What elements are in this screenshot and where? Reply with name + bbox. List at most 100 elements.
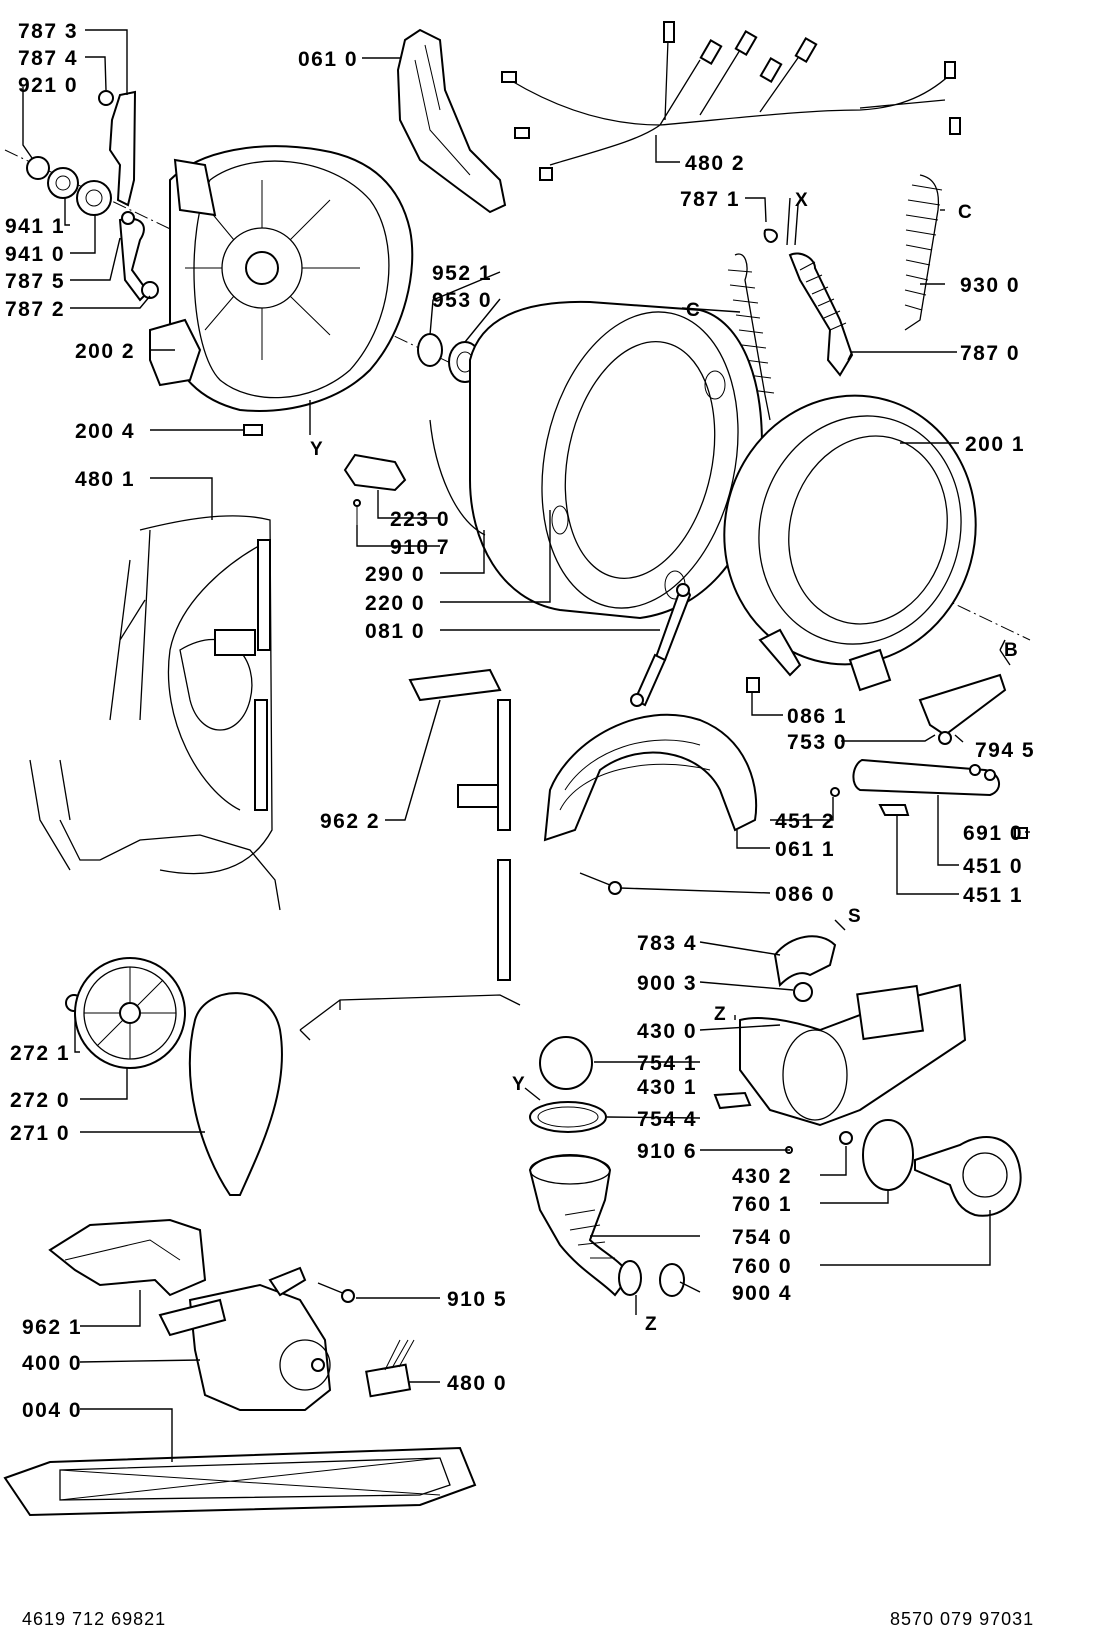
footer-left-code: 4619 712 69821 xyxy=(22,1609,166,1629)
label-480-0: 480 0 xyxy=(447,1372,507,1395)
marker-x: X xyxy=(795,190,808,211)
sump-hose-part xyxy=(528,1154,632,1297)
label-787-3: 787 3 xyxy=(18,20,78,43)
label-953-0: 953 0 xyxy=(432,289,492,312)
label-910-7: 910 7 xyxy=(390,536,450,559)
label-941-0: 941 0 xyxy=(5,243,65,266)
hose-783-4-part xyxy=(773,935,837,988)
spring-right-part xyxy=(904,174,940,331)
label-787-1: 787 1 xyxy=(680,188,740,211)
label-290-0: 290 0 xyxy=(365,563,425,586)
bearing-small-part xyxy=(47,167,79,199)
drum-band-part xyxy=(429,419,486,536)
label-787-0: 787 0 xyxy=(960,342,1020,365)
bolt-086-0-part xyxy=(608,881,622,895)
clamp-900-3-part xyxy=(793,982,813,1002)
label-200-4: 200 4 xyxy=(75,420,135,443)
label-787-2: 787 2 xyxy=(5,298,65,321)
label-794-5: 794 5 xyxy=(975,739,1035,762)
label-451-2: 451 2 xyxy=(775,810,835,833)
letter-markers: X C C Y B S Z Y Z xyxy=(310,190,1018,1335)
seal-760-1-part xyxy=(862,1119,914,1191)
counterweight-bottom-part xyxy=(543,713,758,842)
label-430-1: 430 1 xyxy=(637,1076,697,1099)
clamp-900-4-part xyxy=(659,1263,685,1297)
label-480-2: 480 2 xyxy=(685,152,745,175)
label-900-4: 900 4 xyxy=(732,1282,792,1305)
label-223-0: 223 0 xyxy=(390,508,450,531)
footer-right-code: 8570 079 97031 xyxy=(890,1609,1034,1629)
label-754-0: 754 0 xyxy=(732,1226,792,1249)
label-952-1: 952 1 xyxy=(432,262,492,285)
label-921-0: 921 0 xyxy=(18,74,78,97)
label-691-0: 691 0 xyxy=(963,822,1023,845)
label-430-0: 430 0 xyxy=(637,1020,697,1043)
clip-200-4-part xyxy=(243,424,263,436)
label-004-0: 004 0 xyxy=(22,1399,82,1422)
label-930-0: 930 0 xyxy=(960,274,1020,297)
seal-small-part xyxy=(417,333,443,367)
label-430-2: 430 2 xyxy=(732,1165,792,1188)
hose-bellows-part xyxy=(788,252,854,377)
label-787-5: 787 5 xyxy=(5,270,65,293)
label-086-1: 086 1 xyxy=(787,705,847,728)
label-061-0-top: 061 0 xyxy=(298,48,358,71)
label-220-0: 220 0 xyxy=(365,592,425,615)
marker-b: B xyxy=(1004,640,1018,661)
label-760-1: 760 1 xyxy=(732,1193,792,1216)
counterweight-top-part xyxy=(396,28,507,214)
thermostat-part xyxy=(918,673,1007,737)
label-910-5: 910 5 xyxy=(447,1288,507,1311)
belt-part xyxy=(188,992,283,1196)
circlip-part xyxy=(26,156,50,180)
marker-c-right: C xyxy=(958,202,972,223)
marker-c-left: C xyxy=(686,300,700,321)
label-754-4: 754 4 xyxy=(637,1108,697,1131)
frame-right-part xyxy=(497,699,511,831)
connector-480-0-part xyxy=(365,1363,412,1398)
label-900-3: 900 3 xyxy=(637,972,697,995)
label-061-1: 061 1 xyxy=(775,838,835,861)
wiring-harness-top-part xyxy=(509,39,956,166)
label-272-0: 272 0 xyxy=(10,1089,70,1112)
label-783-4: 783 4 xyxy=(637,932,697,955)
label-271-0: 271 0 xyxy=(10,1122,70,1145)
label-787-4: 787 4 xyxy=(18,47,78,70)
frame-top-part xyxy=(408,668,502,702)
label-480-1: 480 1 xyxy=(75,468,135,491)
part-labels: 787 3 787 4 921 0 941 1 941 0 787 5 787 … xyxy=(5,20,1035,1422)
label-753-0: 753 0 xyxy=(787,731,847,754)
front-tub-part xyxy=(723,394,977,666)
marker-y-top: Y xyxy=(310,439,323,460)
label-081-0: 081 0 xyxy=(365,620,425,643)
bearing-large-part xyxy=(76,180,112,216)
cap-part xyxy=(98,90,114,106)
clip-part xyxy=(763,228,778,243)
label-962-2: 962 2 xyxy=(320,810,380,833)
marker-s: S xyxy=(848,906,861,927)
label-760-0: 760 0 xyxy=(732,1255,792,1278)
marker-z-bottom: Z xyxy=(645,1314,657,1335)
bracket-451-1-part xyxy=(878,804,910,816)
pump-housing-part xyxy=(739,983,967,1127)
label-451-0: 451 0 xyxy=(963,855,1023,878)
label-200-1: 200 1 xyxy=(965,433,1025,456)
part-223-0 xyxy=(343,453,407,492)
marker-z-top: Z xyxy=(714,1004,726,1025)
label-754-1: 754 1 xyxy=(637,1052,697,1075)
part-086-1 xyxy=(746,677,760,693)
label-451-1: 451 1 xyxy=(963,884,1023,907)
label-200-2: 200 2 xyxy=(75,340,135,363)
label-400-0: 400 0 xyxy=(22,1352,82,1375)
wiring-harness-left-part xyxy=(109,515,273,875)
label-272-1: 272 1 xyxy=(10,1042,70,1065)
leader-lines xyxy=(22,29,1030,1462)
spring-left-part xyxy=(734,253,771,421)
motor-cover-part xyxy=(48,1218,207,1297)
rear-tub-part xyxy=(169,145,414,412)
label-962-1: 962 1 xyxy=(22,1316,82,1339)
filter-disc-part xyxy=(539,1036,593,1090)
bracket-part xyxy=(108,90,137,207)
label-941-1: 941 1 xyxy=(5,215,65,238)
